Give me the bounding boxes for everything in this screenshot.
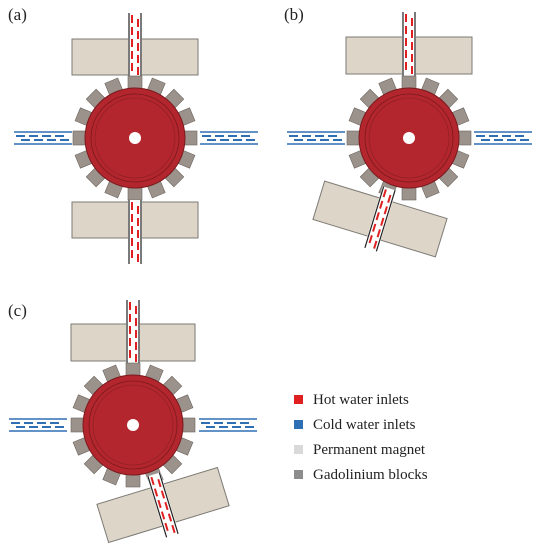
panel-b-label: (b) <box>284 5 304 24</box>
hot-water-pipe-top <box>125 299 141 365</box>
panel-a-label: (a) <box>8 5 27 24</box>
gadolinium-wheel <box>346 75 472 201</box>
panel-c: (c) <box>8 299 258 544</box>
cold-water-pipe-left <box>286 131 346 145</box>
hot-water-pipe-top <box>401 11 417 77</box>
cold-water-pipe-left <box>13 131 73 145</box>
legend-swatch-cold <box>294 420 303 429</box>
gadolinium-wheel <box>70 362 196 488</box>
legend-swatch-gadolinium <box>294 470 303 479</box>
hot-water-pipe-top <box>127 12 143 78</box>
rotated-bottom-magnet <box>312 180 448 258</box>
hot-water-pipe-bottom <box>127 199 143 265</box>
legend-label-gadolinium: Gadolinium blocks <box>313 467 428 483</box>
cold-water-pipe-right <box>199 131 259 145</box>
legend-label-magnet: Permanent magnet <box>313 442 426 458</box>
panel-c-label: (c) <box>8 301 27 320</box>
legend-swatch-magnet <box>294 445 303 454</box>
legend: Hot water inlets Cold water inlets Perma… <box>294 392 428 483</box>
panel-b: (b) <box>284 5 533 258</box>
cold-water-pipe-right <box>198 418 258 432</box>
panel-a: (a) <box>8 5 259 265</box>
cold-water-pipe-right <box>473 131 533 145</box>
rotated-bottom-magnet <box>96 466 230 544</box>
legend-swatch-hot <box>294 395 303 404</box>
legend-label-hot: Hot water inlets <box>313 392 409 408</box>
legend-label-cold: Cold water inlets <box>313 417 416 433</box>
gadolinium-wheel <box>72 75 198 201</box>
cold-water-pipe-left <box>8 418 68 432</box>
